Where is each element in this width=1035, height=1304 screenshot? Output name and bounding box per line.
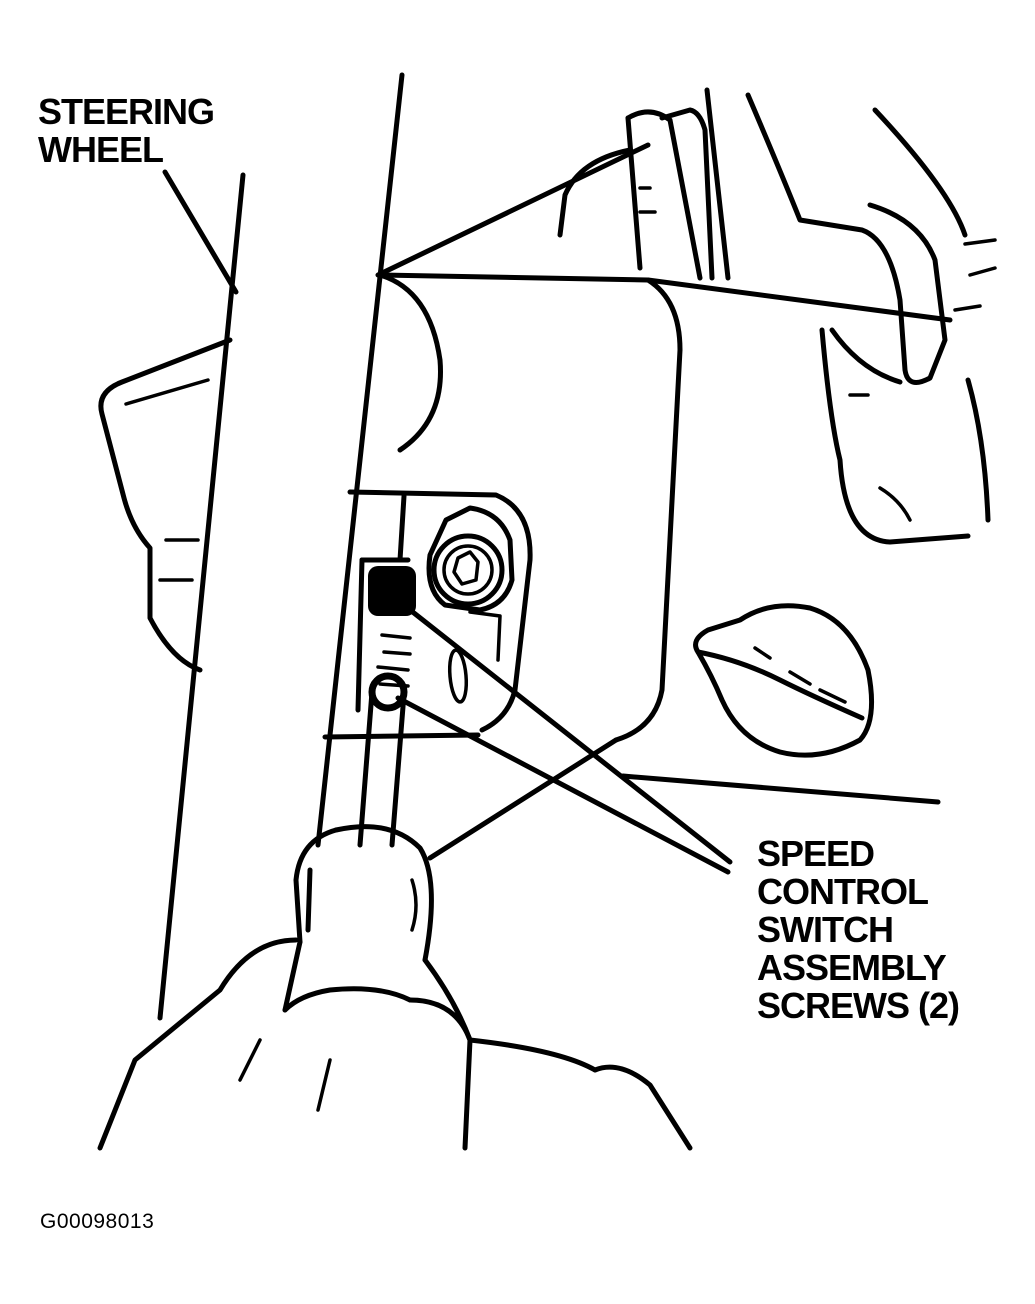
steering-column-shroud bbox=[375, 142, 953, 861]
steering-wheel-rim bbox=[157, 72, 405, 1021]
steering-wheel-spoke bbox=[98, 337, 233, 673]
label-line: STEERING bbox=[38, 91, 215, 132]
label-line: WHEEL bbox=[38, 129, 164, 170]
label-line: SWITCH bbox=[757, 909, 894, 950]
figure-id: G00098013 bbox=[40, 1210, 155, 1233]
ignition-knob bbox=[693, 603, 875, 758]
speed-control-switch-housing bbox=[322, 489, 533, 740]
upper-screw bbox=[371, 575, 409, 613]
upper-column-parts bbox=[557, 87, 997, 545]
lower-screw bbox=[368, 672, 408, 712]
screwdriver bbox=[357, 689, 407, 848]
label-line: CONTROL bbox=[757, 871, 929, 912]
steering-wheel-label: STEERING WHEEL bbox=[38, 91, 215, 170]
label-line: ASSEMBLY bbox=[757, 947, 947, 988]
label-line: SCREWS (2) bbox=[757, 985, 960, 1026]
hand bbox=[97, 824, 693, 1151]
screw-leader-lines bbox=[395, 599, 733, 875]
speed-control-screws-label: SPEED CONTROL SWITCH ASSEMBLY SCREWS (2) bbox=[757, 833, 960, 1026]
steering-wheel-leader bbox=[162, 169, 239, 295]
switch-mounting-bolt bbox=[426, 505, 515, 613]
label-line: SPEED bbox=[757, 833, 875, 874]
